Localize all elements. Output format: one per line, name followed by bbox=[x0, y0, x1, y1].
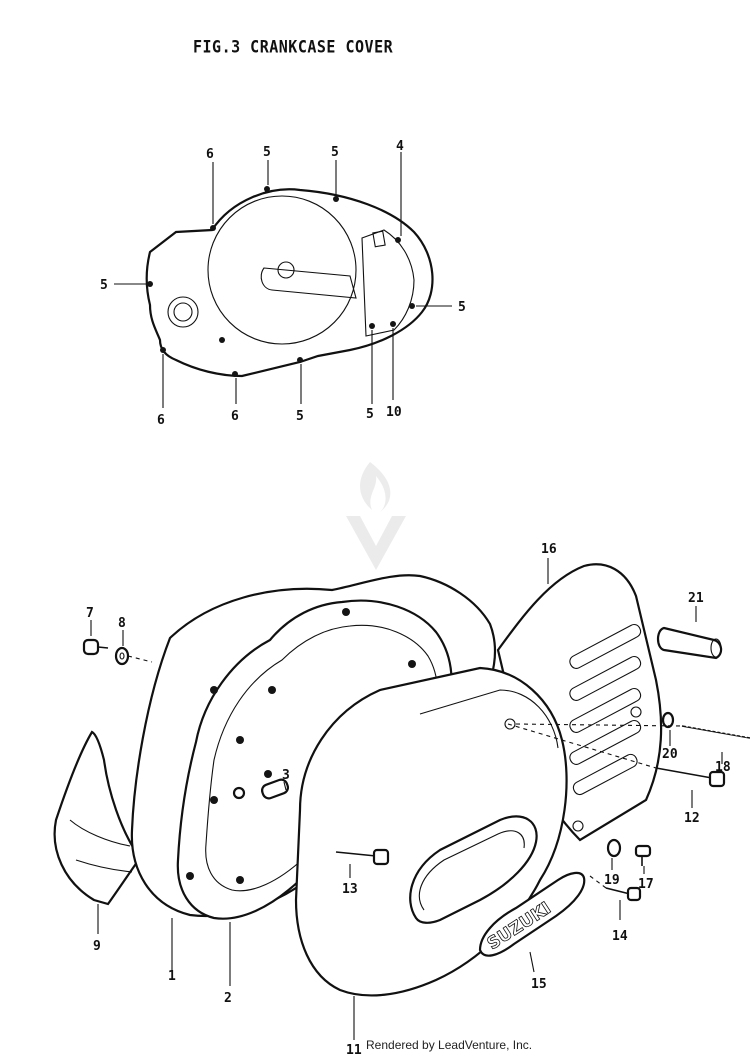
callout-17: 17 bbox=[638, 877, 654, 892]
top-leader-lines bbox=[114, 152, 452, 408]
callout-2: 2 bbox=[224, 991, 232, 1006]
kick-shaft-slot bbox=[260, 267, 357, 299]
callout-21: 21 bbox=[688, 591, 704, 606]
top-callouts: 6 5 5 4 5 5 6 6 5 5 10 bbox=[100, 139, 466, 428]
callout-20: 20 bbox=[662, 747, 678, 762]
gasket-dowel-hole bbox=[232, 786, 246, 800]
inner-crankcase-cover bbox=[145, 188, 434, 378]
part-15-emblem bbox=[478, 871, 586, 957]
oil-seal bbox=[167, 296, 199, 328]
callout-6b: 6 bbox=[157, 413, 165, 428]
part-19-washer bbox=[606, 838, 622, 858]
part-21-sleeve bbox=[656, 626, 723, 660]
bottom-callout-lines bbox=[90, 558, 723, 1040]
inner-cover-assembly bbox=[114, 152, 452, 408]
callout-5f: 5 bbox=[366, 407, 374, 422]
callout-10: 10 bbox=[386, 405, 402, 420]
figure-title: FIG.3 CRANKCASE COVER bbox=[193, 37, 394, 57]
callout-19: 19 bbox=[604, 873, 620, 888]
callout-7: 7 bbox=[86, 606, 94, 621]
callout-5d: 5 bbox=[458, 300, 466, 315]
part-9-shroud bbox=[53, 730, 142, 906]
callout-8: 8 bbox=[118, 616, 126, 631]
bottom-callouts: 16 21 7 8 3 20 18 12 13 19 17 14 9 1 2 1… bbox=[86, 542, 731, 1056]
callout-5c: 5 bbox=[100, 278, 108, 293]
callout-5a: 5 bbox=[263, 145, 271, 160]
part-13-bolt bbox=[335, 848, 390, 866]
callout-4: 4 bbox=[396, 139, 404, 154]
part-8-washer bbox=[114, 646, 130, 666]
callout-13: 13 bbox=[342, 882, 358, 897]
callout-18: 18 bbox=[715, 760, 731, 775]
cover-dome bbox=[207, 195, 357, 345]
part-7-screw bbox=[82, 638, 109, 656]
part-12-bolt bbox=[655, 767, 726, 788]
part-18-stud bbox=[681, 725, 750, 739]
callout-5e: 5 bbox=[296, 409, 304, 424]
render-credit: Rendered by LeadVenture, Inc. bbox=[366, 1038, 533, 1052]
callout-12: 12 bbox=[684, 811, 700, 826]
callout-16: 16 bbox=[541, 542, 557, 557]
callout-5b: 5 bbox=[331, 145, 339, 160]
part-14-screw bbox=[605, 886, 642, 902]
gasket-bolt-holes bbox=[186, 608, 416, 884]
part-17-screw bbox=[634, 844, 652, 866]
bottom-leader-lines bbox=[127, 655, 683, 889]
callout-1: 1 bbox=[168, 969, 176, 984]
callout-9: 9 bbox=[93, 939, 101, 954]
callout-6c: 6 bbox=[231, 409, 239, 424]
grille-slots bbox=[569, 623, 642, 796]
part-20-washer bbox=[661, 711, 675, 729]
exploded-cover-assembly: SUZUKI bbox=[53, 558, 750, 1040]
part-11-outer-cover bbox=[294, 666, 568, 997]
callout-3: 3 bbox=[282, 768, 290, 783]
callout-14: 14 bbox=[612, 929, 628, 944]
callout-6a: 6 bbox=[206, 147, 214, 162]
part-3-dowel bbox=[260, 778, 290, 800]
callout-15: 15 bbox=[531, 977, 547, 992]
inspection-plate bbox=[361, 229, 415, 337]
watermark-logo bbox=[346, 462, 406, 570]
callout-11: 11 bbox=[346, 1043, 362, 1056]
cover-window bbox=[409, 815, 538, 924]
cover-screw-holes bbox=[147, 186, 415, 377]
